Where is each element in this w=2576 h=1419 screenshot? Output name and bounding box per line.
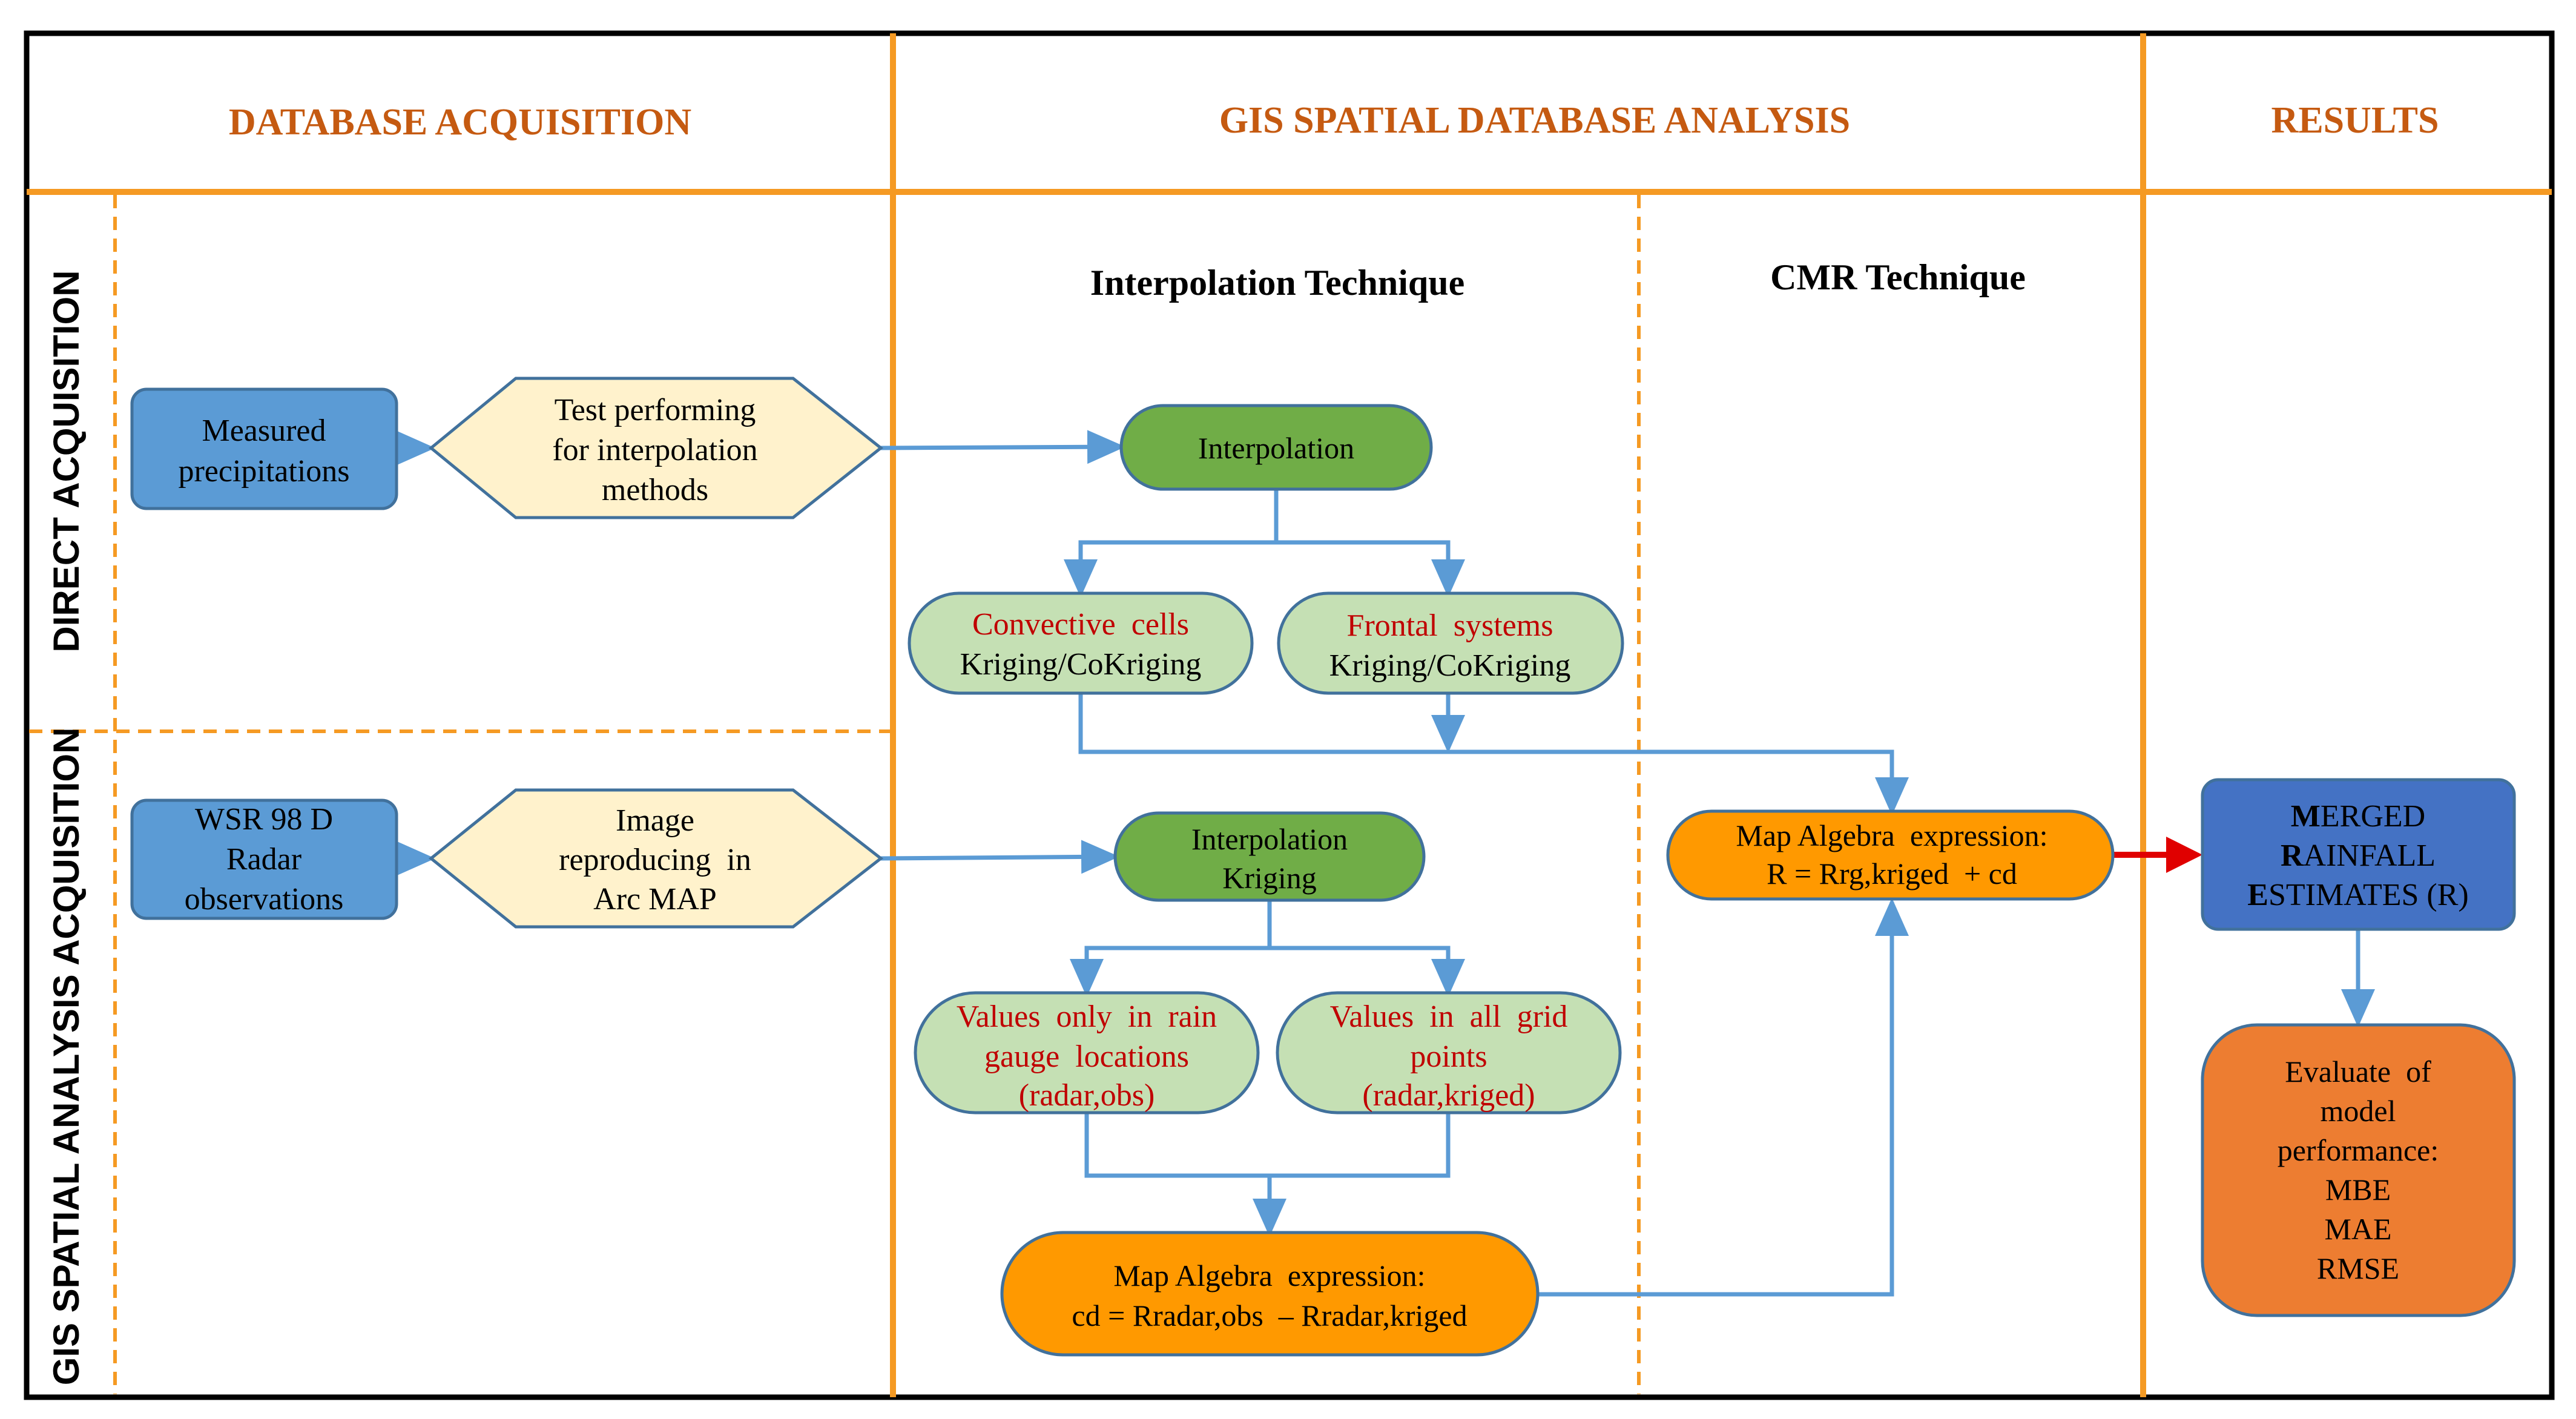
row-label-direct-acquisition: DIRECT ACQUISITION [46, 270, 87, 652]
node-values-grid-line-2: points [1410, 1039, 1487, 1074]
node-image-reproducing [429, 788, 884, 929]
node-convective-red: Convective cells [972, 607, 1189, 642]
connector-to-map-r [1448, 749, 1909, 815]
node-frontal-black: Kriging/CoKriging [1329, 648, 1571, 683]
node-test-line-2: for interpolation [552, 433, 757, 467]
node-evaluate-line-4: MBE [2325, 1173, 2391, 1207]
node-evaluate-line-2: model [2321, 1094, 2396, 1128]
node-merged-line-2: RAINFALL [2281, 838, 2436, 873]
node-wsr-radar [130, 798, 398, 920]
connector-map-cd-to-map-r [1538, 898, 1909, 1297]
header-results: RESULTS [2271, 100, 2439, 141]
node-frontal-red: Frontal systems [1347, 608, 1553, 643]
node-values-grid-line-3: (radar,kriged) [1362, 1078, 1535, 1113]
node-map-algebra-r [1666, 809, 2115, 901]
node-measured-line-1: Measured [202, 413, 326, 448]
node-values-grid-line-1: Values in all grid [1330, 999, 1568, 1034]
connector-values-merge [1084, 1113, 1451, 1178]
subheader-interpolation-technique: Interpolation Technique [1090, 263, 1465, 303]
node-values-grid-points [1276, 991, 1622, 1114]
node-evaluate-line-3: performance: [2278, 1133, 2439, 1167]
node-test-performing [429, 377, 884, 519]
connector-interpolation-branch-right [1276, 540, 1465, 598]
node-evaluate-line-5: MAE [2324, 1212, 2391, 1246]
node-frontal-systems [1277, 591, 1624, 695]
subheader-cmr-technique: CMR Technique [1770, 257, 2026, 297]
node-values-rain-line-2: gauge locations [984, 1039, 1189, 1074]
node-wsr-line-1: WSR 98 D [195, 802, 333, 837]
node-merged-rainfall-estimates [2201, 778, 2516, 931]
node-map-cd-line-2: cd = Rradar,obs – Rradar,kriged [1072, 1299, 1467, 1332]
node-values-rain-line-1: Values only in rain [957, 999, 1217, 1034]
node-merged-line-3: ESTIMATES (R) [2247, 878, 2468, 912]
node-test-line-3: methods [602, 473, 708, 507]
node-convective-cells [908, 591, 1254, 695]
node-evaluate-line-6: RMSE [2317, 1251, 2399, 1285]
node-interp-kriging-line-1: Interpolation [1191, 822, 1348, 856]
node-map-r-line-1: Map Algebra expression: [1736, 818, 2047, 852]
header-database-acquisition: DATABASE ACQUISITION [229, 102, 691, 143]
node-values-rain-gauge [914, 991, 1260, 1114]
connector-image-to-interp-kriging [880, 840, 1119, 874]
node-map-r-line-2: R = Rrg,kriged + cd [1767, 857, 2017, 891]
node-values-rain-line-3: (radar,obs) [1019, 1078, 1155, 1113]
node-interpolation [1119, 404, 1433, 491]
node-convective-black: Kriging/CoKriging [960, 647, 1202, 682]
connector-kriging-branch-right [1270, 946, 1465, 997]
node-interpolation-kriging [1113, 811, 1426, 902]
node-evaluate-model-performance [2201, 1023, 2516, 1317]
node-measured-line-2: precipitations [178, 454, 349, 489]
node-interpolation-label: Interpolation [1198, 431, 1354, 465]
node-wsr-line-2: Radar [226, 842, 301, 877]
node-image-line-1: Image [616, 803, 694, 838]
node-image-line-3: Arc MAP [593, 882, 717, 917]
connector-interpolation-branch [1064, 489, 1279, 598]
node-evaluate-line-1: Evaluate of [2285, 1055, 2431, 1088]
node-image-line-2: reproducing in [559, 843, 751, 877]
outer-frame [24, 30, 2555, 1400]
connector-convective-down [1078, 693, 1448, 754]
row-label-gis-spatial-analysis-acquisition: GIS SPATIAL ANALYSIS ACQUISITION [46, 728, 87, 1386]
node-map-algebra-cd [1000, 1231, 1540, 1357]
node-test-line-1: Test performing [555, 393, 756, 427]
header-gis-spatial-database-analysis: GIS SPATIAL DATABASE ANALYSIS [1219, 100, 1850, 141]
node-map-cd-line-1: Map Algebra expression: [1113, 1259, 1425, 1292]
connector-test-to-interpolation [880, 430, 1125, 464]
connector-kriging-branch [1070, 900, 1272, 997]
node-wsr-line-3: observations [185, 882, 344, 917]
node-measured-precipitations [130, 387, 398, 510]
node-interp-kriging-line-2: Kriging [1222, 861, 1317, 895]
node-merged-line-1: MERGED [2291, 799, 2425, 834]
